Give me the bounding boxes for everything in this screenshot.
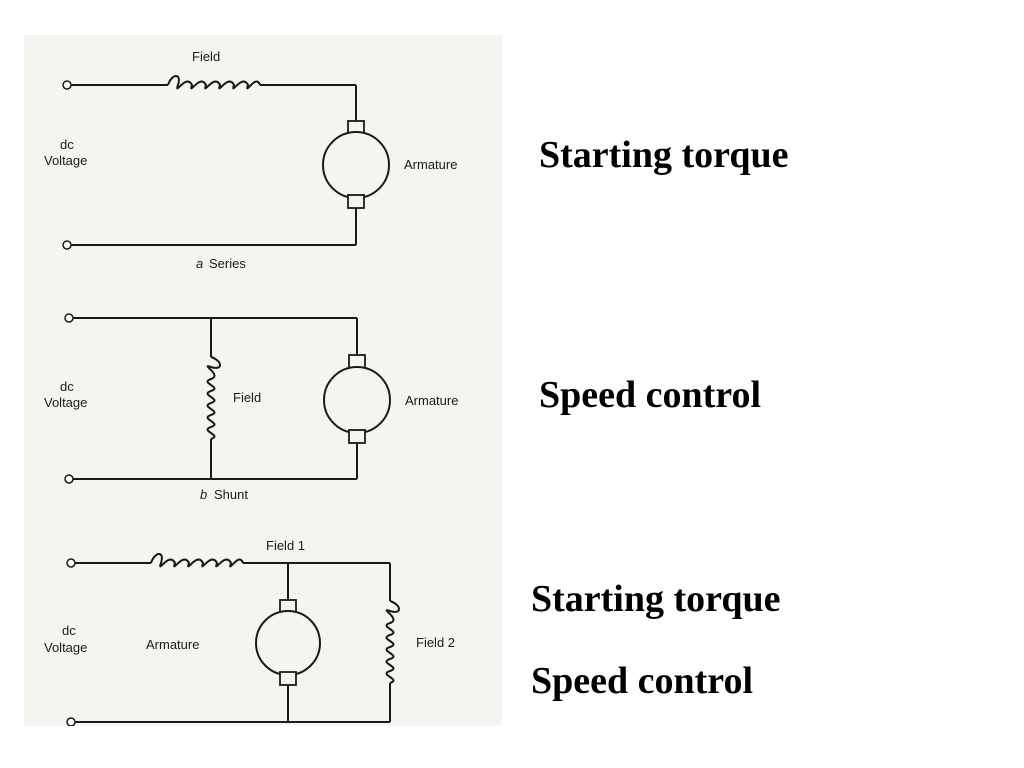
shunt-field-label: Field (233, 390, 261, 405)
compound-armature-label: Armature (146, 637, 199, 652)
series-top-terminal (62, 80, 72, 90)
series-caption-text: Series (209, 256, 246, 271)
compound-bottom-brush (279, 671, 297, 686)
compound-field1-label: Field 1 (266, 538, 305, 553)
series-field-label: Field (192, 49, 220, 64)
shunt-armature-symbol (323, 366, 391, 434)
compound-voltage-label: Voltage (44, 640, 87, 655)
series-voltage-label: Voltage (44, 153, 87, 168)
compound-field2-label: Field 2 (416, 635, 455, 650)
compound-circuit: Field 1 Field 2 dc Voltage Armature (44, 538, 455, 726)
series-field-coil (167, 75, 261, 90)
shunt-caption-letter: b (200, 487, 207, 502)
series-voltage-label-dc: dc (60, 137, 74, 152)
motor-wiring-figure: Field dc Voltage Armature a Series Field… (24, 35, 502, 726)
shunt-caption-text: Shunt (214, 487, 248, 502)
shunt-bottom-brush (348, 429, 366, 444)
shunt-bottom-terminal (64, 474, 74, 484)
series-bottom-brush (347, 194, 365, 209)
compound-armature-symbol (255, 610, 321, 676)
series-caption-letter: a (196, 256, 203, 271)
shunt-voltage-label: Voltage (44, 395, 87, 410)
compound-voltage-label-dc: dc (62, 623, 76, 638)
series-note: Starting torque (539, 134, 789, 176)
series-circuit: Field dc Voltage Armature a Series (44, 49, 457, 271)
shunt-voltage-label-dc: dc (60, 379, 74, 394)
compound-note-speed: Speed control (531, 660, 754, 702)
compound-bottom-terminal (66, 717, 76, 726)
compound-top-terminal (66, 558, 76, 568)
shunt-field-coil (206, 356, 221, 440)
series-armature-symbol (322, 131, 390, 199)
compound-field1-coil (150, 553, 244, 568)
series-armature-label: Armature (404, 157, 457, 172)
shunt-top-terminal (64, 313, 74, 323)
shunt-armature-label: Armature (405, 393, 458, 408)
compound-field2-coil (385, 600, 400, 684)
shunt-circuit: Field dc Voltage Armature b Shunt (44, 313, 458, 502)
compound-note-torque: Starting torque (531, 578, 781, 620)
shunt-note: Speed control (539, 374, 762, 416)
series-bottom-terminal (62, 240, 72, 250)
motor-wiring-diagram: Field dc Voltage Armature a Series Field… (44, 49, 458, 726)
